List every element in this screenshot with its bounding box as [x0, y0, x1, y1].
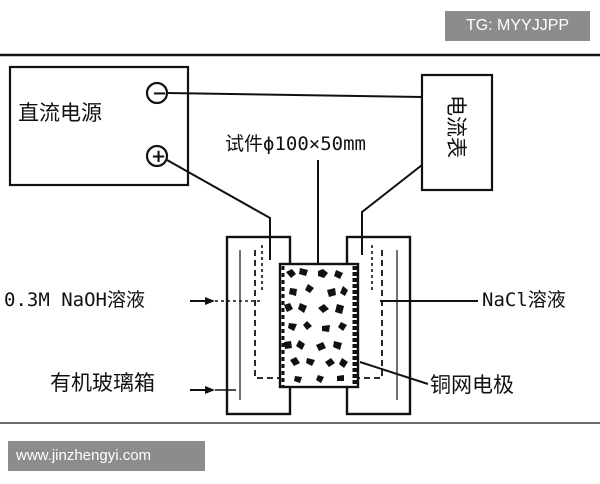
- wire-negative-to-ammeter: [166, 92, 423, 98]
- specimen-label: 试件ϕ100×50mm: [225, 133, 366, 155]
- left-cell-solution-boundary: [254, 250, 288, 379]
- positive-terminal-symbol: +: [151, 146, 166, 167]
- copper-mesh-pointer: [359, 361, 429, 385]
- ammeter-box: [420, 73, 494, 192]
- positive-terminal-icon: [145, 144, 169, 168]
- dc-power-label: 直流电源: [18, 101, 102, 125]
- acrylic-box-arrow-icon: [205, 386, 215, 394]
- dc-power-box: [8, 65, 190, 187]
- naoh-arrow-icon: [205, 297, 215, 305]
- negative-terminal-symbol: −: [152, 83, 167, 104]
- wire-positive-to-left-electrode: [166, 159, 271, 260]
- watermark-bottom[interactable]: www.jinzhengyi.com: [8, 441, 205, 471]
- nacl-label: NaCl溶液: [482, 289, 566, 311]
- wire-ammeter-to-right-electrode: [361, 164, 423, 255]
- naoh-label: 0.3M NaOH溶液: [4, 289, 145, 311]
- acrylic-box-label: 有机玻璃箱: [50, 371, 155, 395]
- copper-mesh-label: 铜网电极: [430, 373, 514, 397]
- right-cell-solution-boundary: [350, 250, 383, 379]
- ammeter-label: 电流表: [444, 95, 468, 158]
- concrete-specimen: [278, 262, 360, 389]
- watermark-top: TG: MYYJJPP: [445, 11, 590, 41]
